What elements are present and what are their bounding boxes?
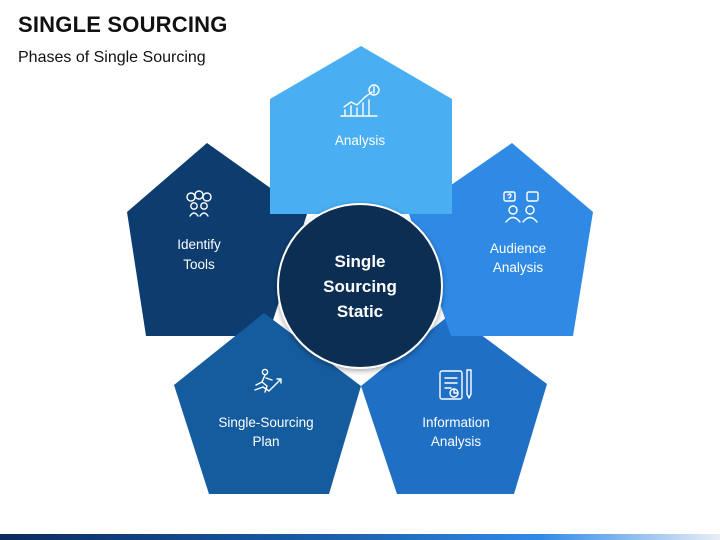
information-analysis-shape xyxy=(361,313,547,494)
information-analysis-label-line2: Analysis xyxy=(431,434,482,449)
analysis-shape xyxy=(270,46,452,214)
analysis-label: Analysis xyxy=(335,133,386,148)
audience-analysis-label-line1: Audience xyxy=(490,241,546,256)
page-title: SINGLE SOURCING xyxy=(18,12,228,37)
page-subtitle: Phases of Single Sourcing xyxy=(18,49,206,66)
identify-tools-label-line1: Identify xyxy=(177,237,221,252)
growth-chart-icon xyxy=(340,84,380,117)
information-analysis-label-line1: Information xyxy=(422,415,490,430)
audience-analysis-shape xyxy=(409,143,593,336)
single-sourcing-plan-shape xyxy=(174,313,361,494)
center-hub: Single Sourcing Static xyxy=(277,203,443,369)
identify-tools-label-line2: Tools xyxy=(183,257,215,272)
phase-identify-tools: Identify Tools xyxy=(127,143,307,336)
center-circle xyxy=(277,203,443,369)
audience-analysis-label-line2: Analysis xyxy=(493,260,544,275)
center-label-line1: Single xyxy=(334,252,385,271)
bottom-accent-bar xyxy=(0,534,720,540)
phase-single-sourcing-plan: Single-Sourcing Plan xyxy=(174,313,361,494)
single-sourcing-plan-label-line2: Plan xyxy=(252,434,279,449)
brainstorm-team-icon xyxy=(186,190,212,217)
clipboard-report-icon xyxy=(439,369,472,400)
center-label-line3: Static xyxy=(337,302,383,321)
audience-icon xyxy=(503,191,539,223)
center-label-line2: Sourcing xyxy=(323,277,397,296)
single-sourcing-plan-label-line1: Single-Sourcing xyxy=(218,415,313,430)
phase-information-analysis: Information Analysis xyxy=(361,313,547,494)
identify-tools-shape xyxy=(127,143,307,336)
phase-audience-analysis: Audience Analysis xyxy=(409,143,593,336)
running-man-arrow-icon xyxy=(254,368,282,393)
phase-analysis: Analysis xyxy=(270,46,452,214)
